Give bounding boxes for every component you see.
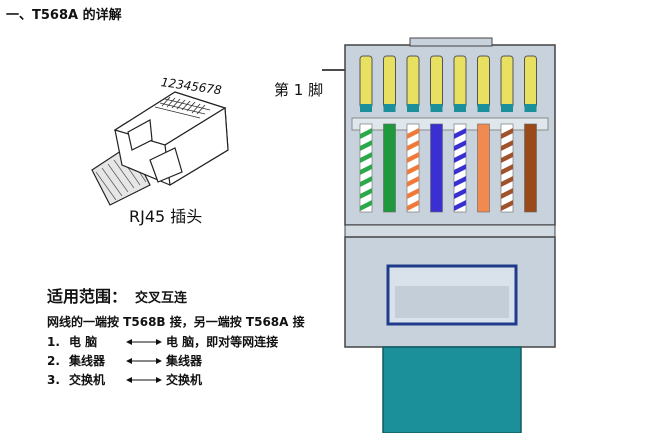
latch-window-inner <box>395 286 509 318</box>
double-arrow-icon <box>126 338 166 346</box>
use-device-b: 交换机 <box>166 373 203 387</box>
stripe <box>407 140 419 151</box>
wire-pin-8 <box>524 55 537 213</box>
section-heading: 一、T568A 的详解 <box>6 8 122 23</box>
contact-tip <box>454 104 466 112</box>
wiring-note: 网线的一端按 T568B 接，另一端按 T568A 接 <box>47 315 305 329</box>
stripe <box>501 128 513 139</box>
rj45-caption: RJ45 插头 <box>129 207 203 226</box>
stripe <box>454 128 466 139</box>
stripe <box>360 164 372 175</box>
use-device-b: 电 脑，即对等网连接 <box>166 335 279 349</box>
conductor-brown <box>524 123 537 213</box>
stripe <box>407 152 419 163</box>
contact-tip <box>407 104 419 112</box>
stripe <box>501 188 513 199</box>
contact-tip <box>360 104 372 112</box>
use-item: 2. 集线器 集线器 <box>47 351 278 370</box>
stripe <box>360 200 372 211</box>
contact-tip <box>524 104 537 112</box>
gold-contact <box>500 55 514 109</box>
use-device-a: 交换机 <box>69 373 106 387</box>
double-arrow-icon <box>126 357 166 365</box>
stripe <box>407 128 419 139</box>
connector-neck <box>344 224 556 238</box>
scope-value: 交叉互连 <box>135 291 188 306</box>
stripe <box>360 152 372 163</box>
use-list: 1. 电 脑 电 脑，即对等网连接 2. 集线器 集线器 3. 交换机 交换机 <box>47 332 278 389</box>
contact-tip <box>383 104 396 112</box>
contact-tip <box>477 104 490 112</box>
wires-group <box>359 55 537 213</box>
wire-pin-3 <box>406 55 420 213</box>
conductor-green <box>383 123 396 213</box>
stripe <box>501 164 513 175</box>
stripe <box>454 152 466 163</box>
wire-pin-7 <box>500 55 514 213</box>
scope-label: 适用范围： <box>47 287 128 306</box>
cable-jacket <box>382 346 522 433</box>
use-number: 2. <box>47 353 60 368</box>
wire-pin-5 <box>453 55 467 213</box>
connector-inner-band <box>351 117 549 131</box>
stripe <box>407 188 419 199</box>
stripe <box>360 128 372 139</box>
stripe <box>407 200 419 211</box>
gold-contact <box>453 55 467 109</box>
stripe <box>454 188 466 199</box>
use-item: 1. 电 脑 电 脑，即对等网连接 <box>47 332 278 351</box>
use-device-b: 集线器 <box>166 354 203 368</box>
stripe <box>360 176 372 187</box>
wire-pin-1 <box>359 55 373 213</box>
stripe <box>501 176 513 187</box>
wire-pin-4 <box>430 55 443 213</box>
conductor-orange <box>477 123 490 213</box>
conductor-blue <box>430 123 443 213</box>
use-item: 3. 交换机 交换机 <box>47 370 278 389</box>
pin1-label: 第 1 脚 <box>274 81 324 99</box>
stripe <box>501 140 513 151</box>
stripe <box>501 200 513 211</box>
stripe <box>407 176 419 187</box>
gold-contact <box>359 55 373 109</box>
wire-pin-6 <box>477 55 490 213</box>
gold-contact <box>430 55 443 109</box>
use-number: 1. <box>47 334 60 349</box>
connector-head <box>344 44 556 226</box>
contact-tip <box>430 104 443 112</box>
gold-contact <box>406 55 420 109</box>
stripe <box>454 200 466 211</box>
stripe <box>360 140 372 151</box>
use-device-a: 电 脑 <box>69 335 98 349</box>
scope-heading: 适用范围： 交叉互连 <box>47 283 187 307</box>
stripe <box>501 152 513 163</box>
use-device-a: 集线器 <box>69 354 106 368</box>
stripe <box>454 140 466 151</box>
stripe <box>360 188 372 199</box>
gold-contact <box>383 55 396 109</box>
double-arrow-icon <box>126 376 166 384</box>
contact-tip <box>501 104 513 112</box>
gold-contact <box>524 55 537 109</box>
use-number: 3. <box>47 372 60 387</box>
stripe <box>407 164 419 175</box>
gold-contact <box>477 55 490 109</box>
connector-top-tab <box>409 37 493 47</box>
wire-pin-2 <box>383 55 396 213</box>
stripe <box>454 164 466 175</box>
stripe <box>454 176 466 187</box>
